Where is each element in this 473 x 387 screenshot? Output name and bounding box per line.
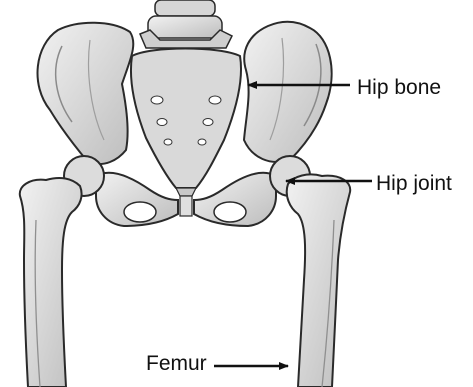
sacrum — [131, 49, 241, 197]
hip-bone-label: Hip bone — [357, 77, 441, 98]
hip-joint-label: Hip joint — [376, 173, 452, 194]
lumbar-vertebrae — [140, 0, 232, 48]
left-femur — [20, 156, 104, 387]
femur-label: Femur — [146, 353, 207, 374]
right-femur — [270, 156, 350, 387]
right-ilium — [244, 22, 332, 162]
left-ilium — [38, 23, 134, 164]
